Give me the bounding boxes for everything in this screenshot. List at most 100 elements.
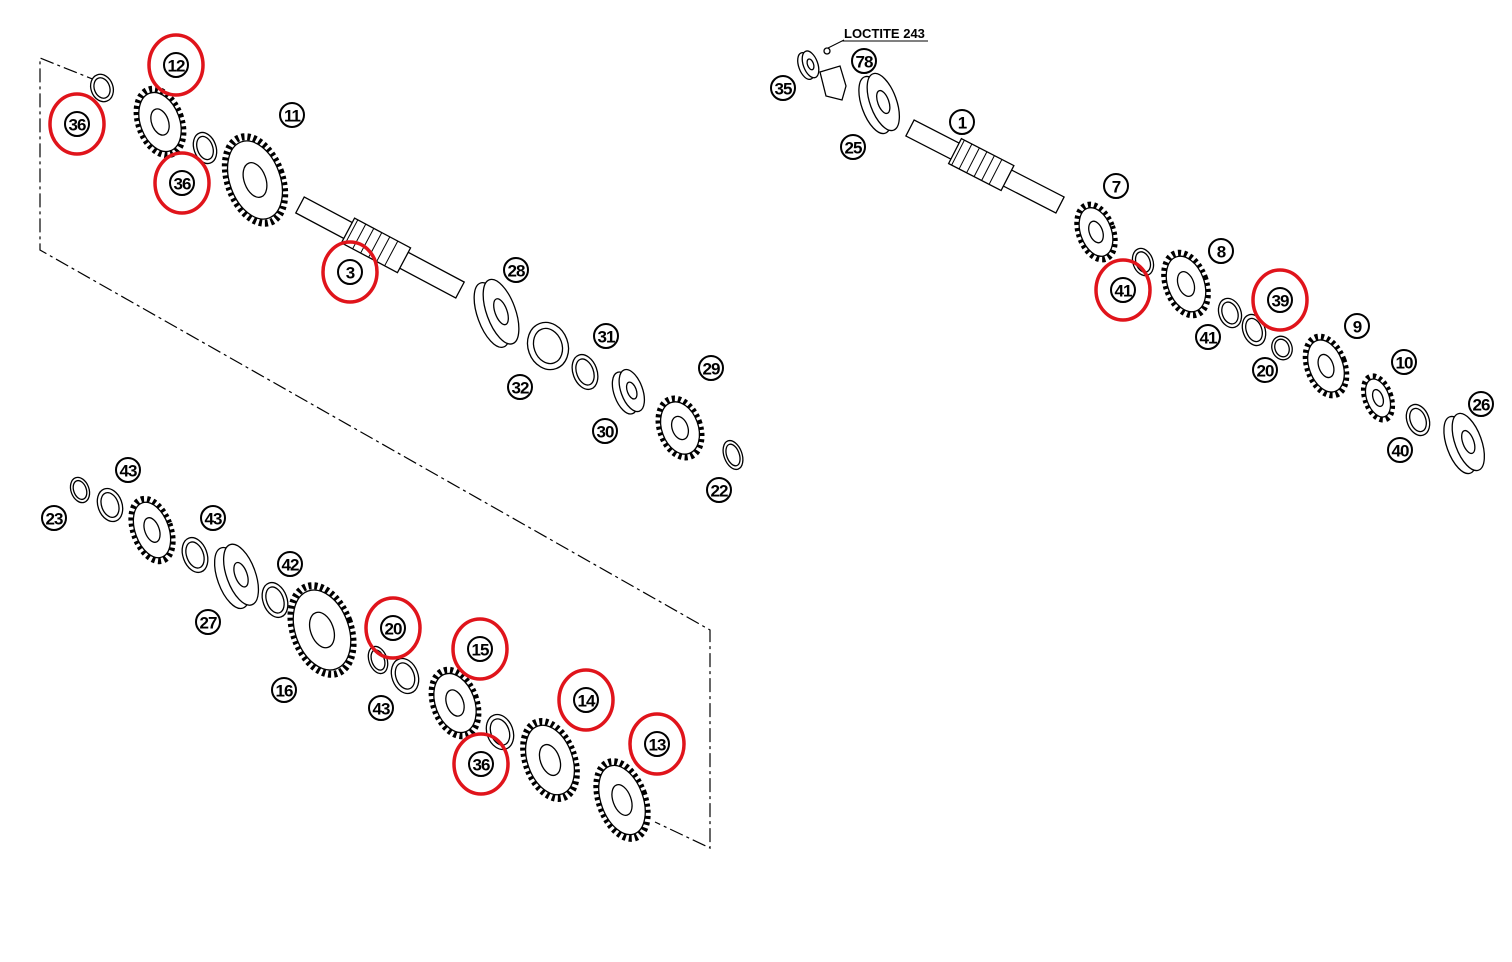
- part-callout-42: 42: [277, 551, 303, 577]
- ring-washer-icon: [89, 73, 115, 103]
- gear-icon: [1074, 201, 1118, 263]
- highlight-ring: [1094, 258, 1152, 322]
- part-callout-30: 30: [592, 418, 618, 444]
- callout-circle: [949, 109, 975, 135]
- callout-circle: [337, 259, 363, 285]
- callout-number: 26: [1473, 396, 1490, 415]
- callout-circle: [1391, 349, 1417, 375]
- part-callout-35: 35: [770, 75, 796, 101]
- part-callout-41: 41: [1110, 277, 1136, 303]
- callout-circle: [1103, 173, 1129, 199]
- part-callout-9: 9: [1344, 313, 1370, 339]
- highlight-ring: [451, 617, 509, 681]
- callout-number: 36: [174, 175, 191, 194]
- callout-number: 8: [1217, 243, 1226, 262]
- part-callout-20: 20: [1252, 357, 1278, 383]
- callout-number: 43: [120, 462, 137, 481]
- part-callout-23: 23: [41, 505, 67, 531]
- callout-number: 23: [46, 510, 63, 529]
- highlight-ring: [1251, 268, 1309, 332]
- callout-number: 15: [472, 641, 489, 660]
- highlight-ring: [628, 712, 686, 776]
- callout-circle: [277, 551, 303, 577]
- part-callout-43: 43: [115, 457, 141, 483]
- ring-washer-icon: [1271, 335, 1293, 361]
- part-callout-8: 8: [1208, 238, 1234, 264]
- callout-circle: [467, 636, 493, 662]
- callout-number: 41: [1200, 329, 1217, 348]
- shaft-icon: [905, 119, 1065, 214]
- ring-washer-icon: [96, 487, 124, 523]
- part-callout-12: 12: [163, 52, 189, 78]
- callout-circle: [200, 505, 226, 531]
- callout-circle: [698, 355, 724, 381]
- part-callout-39: 39: [1267, 287, 1293, 313]
- callout-number: 7: [1112, 178, 1121, 197]
- part-callout-36: 36: [64, 111, 90, 137]
- part-callout-41: 41: [1195, 324, 1221, 350]
- bearing-icon: [797, 50, 820, 81]
- ring-washer-icon: [390, 657, 420, 695]
- callout-circle: [1208, 238, 1234, 264]
- callout-number: 14: [578, 692, 596, 711]
- callout-number: 27: [200, 614, 217, 633]
- callout-number: 25: [845, 139, 862, 158]
- gear-icon: [593, 758, 651, 842]
- part-callout-29: 29: [698, 355, 724, 381]
- callout-circle: [1195, 324, 1221, 350]
- bearing-icon: [213, 543, 260, 610]
- callout-number: 9: [1353, 318, 1362, 337]
- callout-number: 78: [856, 53, 873, 72]
- callout-circle: [468, 751, 494, 777]
- callout-circle: [163, 52, 189, 78]
- callout-circle: [271, 677, 297, 703]
- ring-washer-icon: [722, 439, 744, 471]
- part-callout-1: 1: [949, 109, 975, 135]
- callout-number: 22: [711, 482, 728, 501]
- lock-washer-icon: [819, 65, 847, 101]
- ring-washer-icon: [526, 321, 570, 371]
- ring-washer-icon: [367, 645, 389, 675]
- gear-icon: [1161, 249, 1211, 319]
- ring-washer-icon: [69, 476, 91, 504]
- callout-circle: [592, 418, 618, 444]
- parts-layer: [69, 47, 1486, 842]
- gear-icon: [1360, 373, 1396, 423]
- gear-icon: [1302, 333, 1350, 399]
- highlight-ring: [364, 596, 422, 660]
- callout-number: 42: [282, 556, 299, 575]
- callout-number: 29: [703, 360, 720, 379]
- part-callout-27: 27: [195, 609, 221, 635]
- part-callout-36: 36: [169, 170, 195, 196]
- callout-number: 11: [284, 107, 301, 126]
- callout-circle: [1344, 313, 1370, 339]
- callout-number: 39: [1272, 292, 1289, 311]
- part-callout-78: 78: [851, 48, 877, 74]
- highlight-ring: [153, 151, 211, 215]
- callout-number: 43: [205, 510, 222, 529]
- ring-washer-icon: [261, 581, 289, 619]
- part-callout-31: 31: [593, 323, 619, 349]
- callout-circle: [169, 170, 195, 196]
- part-callout-15: 15: [467, 636, 493, 662]
- callout-circle: [1468, 391, 1494, 417]
- callout-number: 43: [373, 700, 390, 719]
- part-callout-32: 32: [507, 374, 533, 400]
- loctite-note: LOCTITE 243: [844, 26, 925, 41]
- part-callout-26: 26: [1468, 391, 1494, 417]
- callout-number: 1: [958, 114, 967, 133]
- callout-circle: [706, 477, 732, 503]
- ring-washer-icon: [485, 713, 515, 751]
- callout-circle: [368, 695, 394, 721]
- callout-circle: [840, 134, 866, 160]
- highlight-ring: [557, 668, 615, 732]
- part-callout-16: 16: [271, 677, 297, 703]
- callout-circle: [573, 687, 599, 713]
- gear-icon: [655, 395, 705, 461]
- ring-washer-icon: [1405, 403, 1431, 437]
- callout-circle: [195, 609, 221, 635]
- gear-icon: [128, 495, 176, 565]
- bearing-icon: [473, 278, 520, 348]
- bearing-icon: [858, 72, 901, 135]
- loctite-drop-icon: [823, 47, 831, 55]
